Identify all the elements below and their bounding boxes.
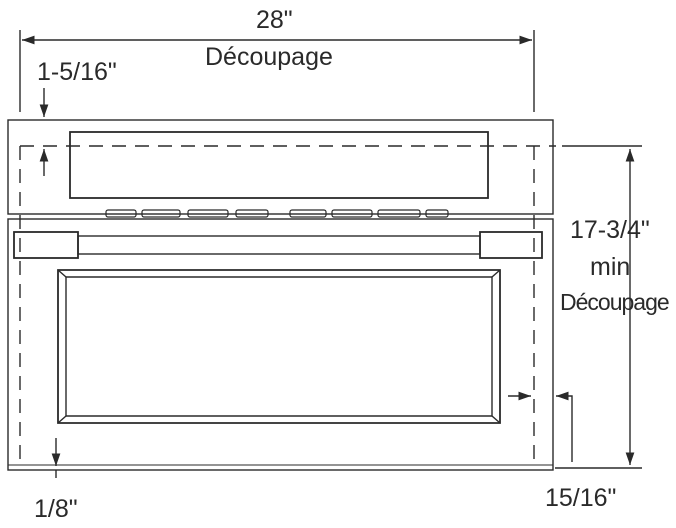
height-qualifier-label: min — [590, 253, 631, 281]
top-offset-label: 1-5/16" — [37, 58, 117, 86]
control-panel-body — [7, 119, 554, 215]
width-value-label: 28" — [256, 6, 293, 34]
handle-right-mount — [479, 231, 543, 259]
side-offset-arrow-right — [556, 391, 573, 462]
side-offset-label: 15/16" — [545, 484, 617, 512]
control-buttons — [105, 209, 449, 218]
bottom-offset-label: 1/8" — [34, 495, 78, 523]
door-window — [57, 269, 501, 424]
height-value-label: 17-3/4" — [570, 216, 650, 244]
oven-door-body — [7, 218, 554, 471]
width-caption-label: Découpage — [205, 43, 333, 71]
display-window — [69, 131, 489, 199]
handle-left-mount — [13, 231, 79, 259]
cutout-outline-dashed — [19, 145, 556, 466]
handle-bar — [77, 235, 481, 255]
height-caption-label: Découpage — [560, 289, 670, 315]
